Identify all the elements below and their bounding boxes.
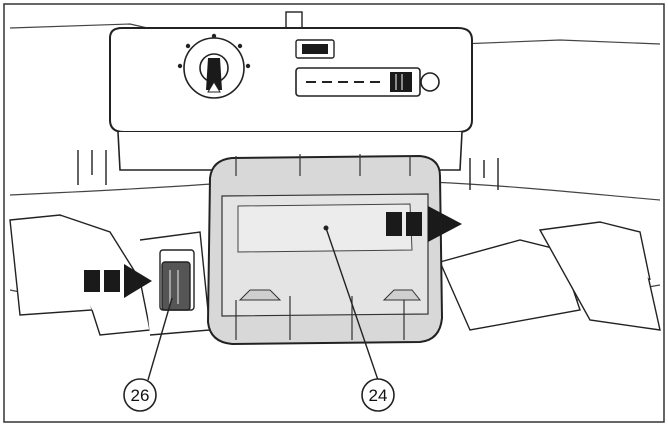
ac-switch-icon [295,39,335,59]
leader-lines [147,227,379,381]
callout-label: 24 [369,386,388,405]
airflow-arrow-icon [84,264,152,298]
right-housing [439,221,661,331]
leader-dot [323,225,329,231]
callout-24: 24 [361,378,395,412]
filter-latch [161,261,191,311]
knob-icon [420,72,440,92]
temperature-slider-icon [295,67,421,97]
callout-26: 26 [123,378,157,412]
callout-label: 26 [131,386,150,405]
airflow-arrow-icon [386,206,462,242]
cabin-air-filter [206,154,444,346]
fan-dial-icon [177,33,251,99]
